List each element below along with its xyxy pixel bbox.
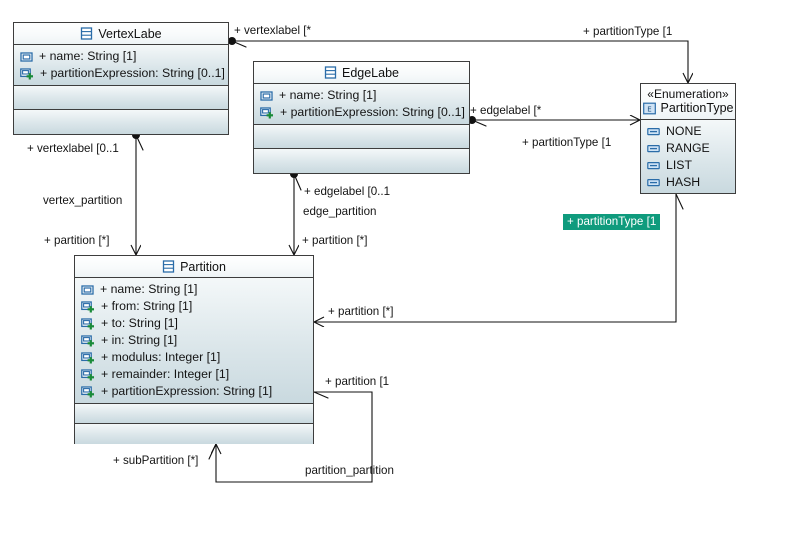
class-name: VertexLabe	[98, 26, 162, 41]
attribute-plus-icon	[81, 368, 95, 381]
attribute-text: + remainder: Integer [1]	[101, 367, 230, 381]
attribute-text: LIST	[666, 158, 692, 172]
attribute-row[interactable]: + name: String [1]	[14, 48, 228, 65]
attribute-icon	[260, 89, 273, 102]
class-header-vertexlabel: VertexLabe	[14, 23, 228, 45]
empty-compartment	[14, 86, 228, 110]
attribute-text: + partitionExpression: String [0..1]	[280, 105, 465, 119]
attributes-compartment: NONE RANGE LIST HASH	[641, 120, 735, 193]
attribute-row[interactable]: + to: String [1]	[75, 315, 313, 332]
edge-label-partition-star-mid[interactable]: + partition [*]	[302, 234, 368, 247]
attribute-text: + name: String [1]	[279, 88, 377, 102]
class-icon	[162, 260, 175, 273]
class-name-line: E PartitionType	[642, 100, 734, 116]
attribute-row[interactable]: + partitionExpression: String [0..1]	[14, 65, 228, 82]
enumeration-icon: E	[642, 102, 656, 115]
empty-compartment	[254, 149, 469, 173]
class-stereotype: «Enumeration»	[647, 86, 729, 101]
edge-label-edgelabel-01[interactable]: + edgelabel [0..1	[304, 185, 391, 198]
attribute-plus-icon	[81, 317, 95, 330]
empty-compartment	[75, 404, 313, 424]
class-name: Partition	[180, 259, 226, 274]
attribute-plus-icon	[81, 385, 95, 398]
attribute-text: + from: String [1]	[101, 299, 193, 313]
attribute-row[interactable]: + modulus: Integer [1]	[75, 349, 313, 366]
attribute-text: + name: String [1]	[100, 282, 198, 296]
svg-text:E: E	[647, 105, 651, 113]
attribute-text: NONE	[666, 124, 702, 138]
class-name: PartitionType	[660, 100, 734, 115]
empty-compartment	[14, 110, 228, 134]
edge-label-partition-partition[interactable]: partition_partition	[305, 464, 394, 477]
attribute-row[interactable]: + in: String [1]	[75, 332, 313, 349]
edge-label-partition-star-left[interactable]: + partition [*]	[44, 234, 110, 247]
attribute-plus-icon	[81, 334, 95, 347]
attribute-text: + name: String [1]	[39, 49, 137, 63]
class-header-edgelabel: EdgeLabe	[254, 62, 469, 84]
attribute-icon	[81, 283, 94, 296]
attributes-compartment: + name: String [1] + partitionExpression:…	[254, 84, 469, 125]
uml-class-vertexlabel[interactable]: VertexLabe + name: String [1] + partitionE…	[13, 22, 229, 135]
attribute-text: HASH	[666, 175, 701, 189]
literal-icon	[647, 142, 660, 155]
attribute-row[interactable]: + name: String [1]	[75, 281, 313, 298]
attribute-row[interactable]: + from: String [1]	[75, 298, 313, 315]
attributes-compartment: + name: String [1] + partitionExpression:…	[14, 45, 228, 86]
attribute-plus-icon	[20, 67, 34, 80]
empty-compartment	[254, 125, 469, 149]
empty-compartment	[75, 424, 313, 444]
edge-label-vertexlabel-star[interactable]: + vertexlabel [*	[234, 24, 312, 37]
edge-label-partition-one[interactable]: + partition [1	[325, 375, 390, 388]
class-icon	[324, 66, 337, 79]
literal-icon	[647, 125, 660, 138]
edge-label-vertexlabel-01[interactable]: + vertexlabel [0..1	[27, 142, 119, 155]
class-name: EdgeLabe	[341, 65, 399, 80]
edge-edgelabel-partitiontype	[468, 116, 640, 127]
edge-label-subpartition-star[interactable]: + subPartition [*]	[113, 454, 199, 467]
edge-label-partitiontype-badge[interactable]: + partitionType [1	[563, 214, 661, 230]
class-icon	[80, 27, 93, 40]
edge-edge-partition	[290, 170, 302, 255]
uml-class-edgelabel[interactable]: EdgeLabe + name: String [1] + partitionExp…	[253, 61, 470, 174]
edge-label-edge-partition[interactable]: edge_partition	[303, 205, 377, 218]
edge-vertex-partition	[132, 131, 144, 255]
edge-label-partitiontype-mid[interactable]: + partitionType [1	[522, 136, 612, 149]
literal-icon	[647, 176, 660, 189]
attribute-row[interactable]: NONE	[641, 123, 735, 140]
attribute-text: + in: String [1]	[101, 333, 178, 347]
attribute-plus-icon	[81, 300, 95, 313]
attribute-row[interactable]: LIST	[641, 157, 735, 174]
edge-label-edgelabel-star[interactable]: + edgelabel [*	[470, 104, 542, 117]
edge-label-vertex-partition[interactable]: vertex_partition	[43, 194, 123, 207]
attribute-text: + partitionExpression: String [1]	[101, 384, 273, 398]
attribute-row[interactable]: RANGE	[641, 140, 735, 157]
attribute-row[interactable]: + partitionExpression: String [0..1]	[254, 104, 469, 121]
uml-class-partition[interactable]: Partition + name: String [1] + from: Strin…	[74, 255, 314, 444]
edge-label-partitiontype-top[interactable]: + partitionType [1	[583, 25, 673, 38]
attribute-row[interactable]: + partitionExpression: String [1]	[75, 383, 313, 400]
attribute-text: RANGE	[666, 141, 710, 155]
attribute-text: + modulus: Integer [1]	[101, 350, 221, 364]
attribute-row[interactable]: HASH	[641, 174, 735, 191]
edge-label-partition-star-right[interactable]: + partition [*]	[328, 305, 394, 318]
attributes-compartment: + name: String [1] + from: String [1] + to…	[75, 278, 313, 404]
attribute-plus-icon	[260, 106, 274, 119]
attribute-plus-icon	[81, 351, 95, 364]
literal-icon	[647, 159, 660, 172]
attribute-row[interactable]: + name: String [1]	[254, 87, 469, 104]
attribute-text: + partitionExpression: String [0..1]	[40, 66, 224, 80]
class-header-partitiontype: «Enumeration» E PartitionType	[641, 84, 735, 120]
class-header-partition: Partition	[75, 256, 313, 278]
attribute-icon	[20, 50, 33, 63]
attribute-text: + to: String [1]	[101, 316, 178, 330]
attribute-row[interactable]: + remainder: Integer [1]	[75, 366, 313, 383]
